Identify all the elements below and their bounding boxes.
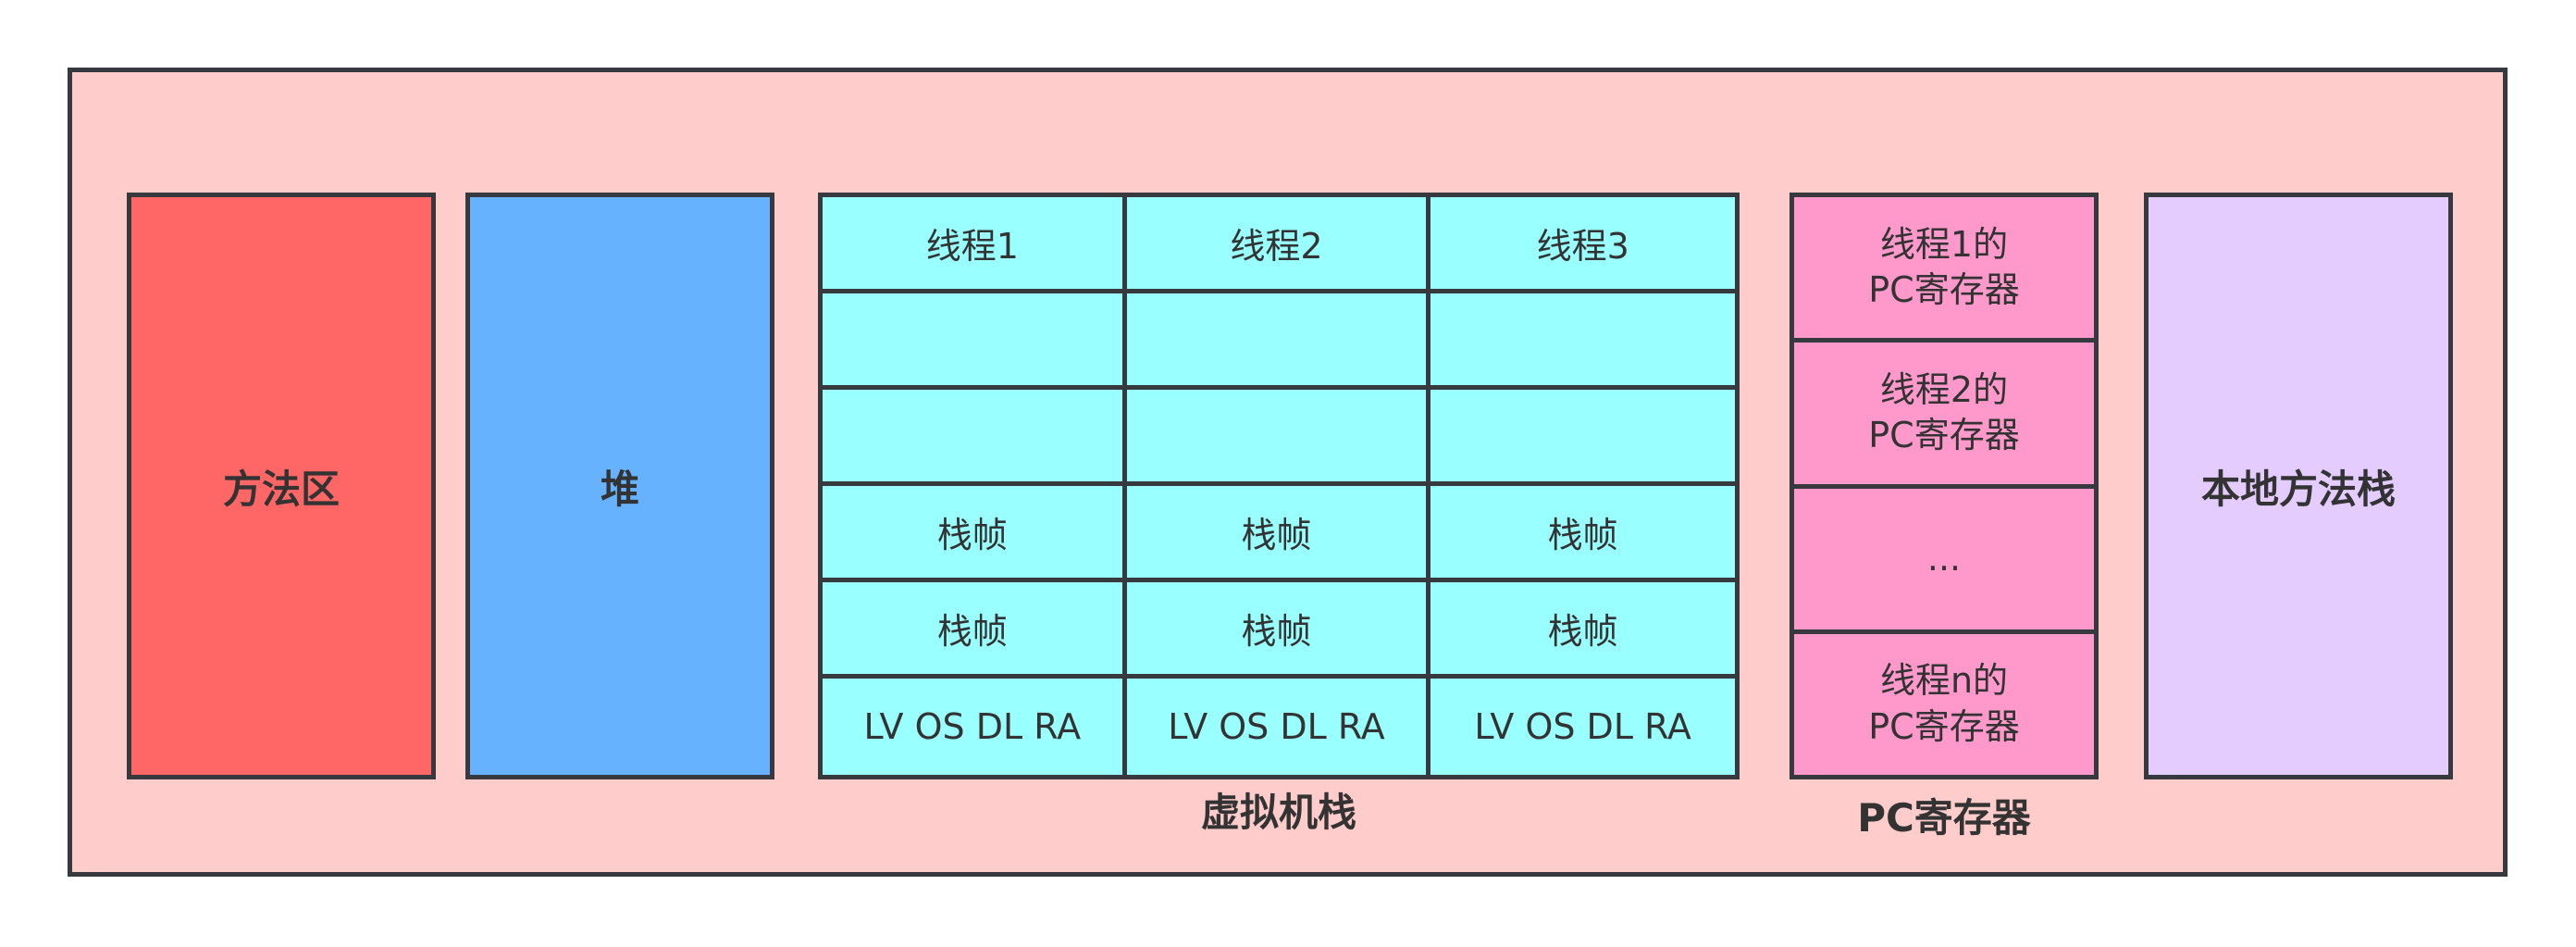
vm-stack-cell	[823, 293, 1127, 390]
pc-register-cell: 线程n的 PC寄存器	[1794, 634, 2094, 775]
frame-detail-cell: LV OS DL RA	[1474, 706, 1691, 747]
pc-register-ellipsis-cell: ...	[1794, 489, 2094, 634]
vm-stack-caption: 虚拟机栈	[1200, 790, 1356, 835]
vm-stack-cell: 线程2	[1126, 197, 1431, 293]
pc-register-line: PC寄存器	[1868, 415, 2020, 456]
vm-stack-cell	[1126, 390, 1431, 486]
native-method-stack-box: 本地方法栈	[2144, 193, 2453, 779]
vm-stack-cell: 线程3	[1430, 197, 1735, 293]
pc-register-cell: 线程2的 PC寄存器	[1794, 343, 2094, 489]
stack-frame-cell: 栈帧	[1126, 582, 1431, 679]
heap-box: 堆	[465, 193, 774, 779]
vm-stack-cell: 线程1	[823, 197, 1127, 293]
stack-frame-cell: 栈帧	[823, 582, 1127, 679]
stack-frame-cell: 栈帧	[1126, 486, 1431, 582]
vm-stack-cell	[1430, 293, 1735, 390]
vm-stack-cell	[1126, 293, 1431, 390]
heap-label: 堆	[600, 466, 639, 512]
native-method-stack-label: 本地方法栈	[2200, 466, 2396, 512]
pc-registers-caption: PC寄存器	[1857, 795, 2031, 841]
vm-stack-grid: 线程1 线程2 线程3 栈帧 栈帧 栈帧 栈帧 栈帧 栈帧 LV OS DL R…	[818, 193, 1740, 779]
pc-register-line: 线程n的	[1879, 660, 2009, 702]
stack-frame-cell: 栈帧	[1430, 486, 1735, 582]
method-area-label: 方法区	[222, 466, 340, 512]
vm-stack-cell	[823, 390, 1127, 486]
frame-detail-cell: LV OS DL RA	[823, 679, 1127, 775]
pc-register-line: PC寄存器	[1868, 269, 2020, 311]
pc-register-line: ...	[1926, 537, 1962, 579]
stack-frame-cell: 栈帧	[1430, 582, 1735, 679]
method-area-box: 方法区	[127, 193, 436, 779]
pc-register-line: 线程2的	[1879, 368, 2009, 410]
vm-stack-cell	[1430, 390, 1735, 486]
pc-register-cell: 线程1的 PC寄存器	[1794, 197, 2094, 343]
pc-register-line: 线程1的	[1879, 223, 2009, 265]
frame-detail-cell: LV OS DL RA	[1127, 679, 1431, 775]
stack-frame-cell: 栈帧	[823, 486, 1127, 582]
pc-register-line: PC寄存器	[1868, 705, 2020, 747]
pc-registers-box: 线程1的 PC寄存器 线程2的 PC寄存器 ... 线程n的 PC寄存器	[1790, 193, 2099, 779]
